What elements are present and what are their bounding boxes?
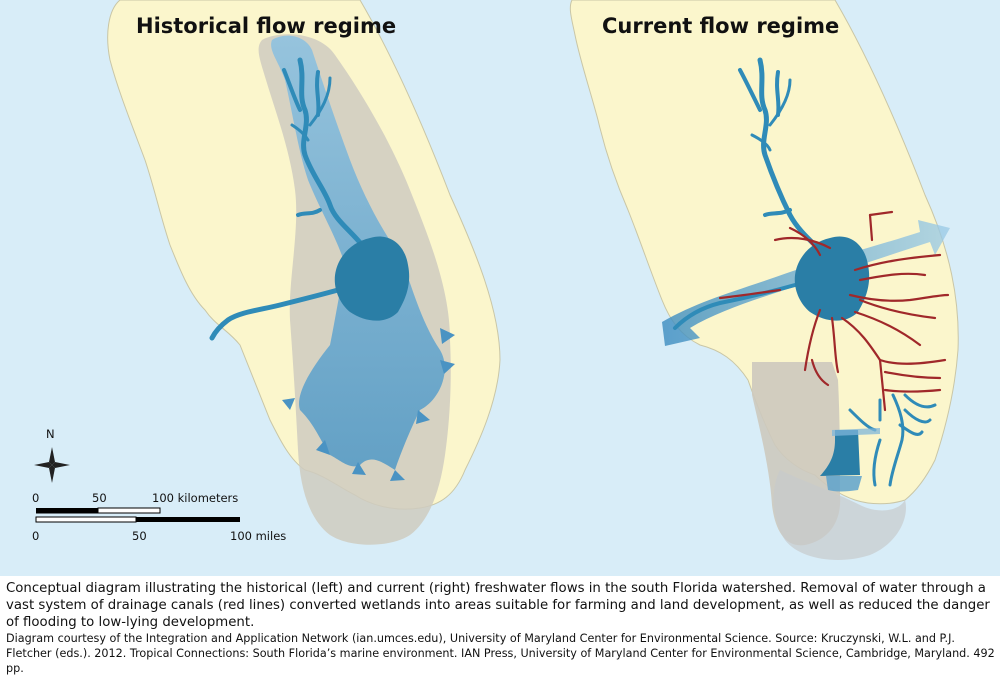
historical-flow-arrows (282, 328, 455, 481)
water-conservation-area-light (826, 476, 862, 492)
current-map (569, 0, 959, 560)
diverted-flow-band (662, 220, 950, 346)
map-title-historical: Historical flow regime (136, 14, 397, 38)
scale-km-0: 0 (32, 491, 40, 505)
lake-okeechobee-left (334, 236, 410, 321)
outflow-band (832, 428, 880, 436)
scale-mi-0: 0 (32, 529, 40, 543)
florida-bay-shade-right (773, 470, 906, 560)
historical-map (34, 0, 501, 545)
lake-okeechobee-right (794, 236, 870, 321)
scale-mi-50: 50 (132, 529, 147, 543)
maps-panel: Historical flow regime Current flow regi… (0, 0, 1000, 576)
caloosahatchee-left (209, 287, 341, 341)
scale-mi-100: 100 miles (230, 529, 287, 543)
caption-main-text: Conceptual diagram illustrating the hist… (6, 581, 990, 630)
map-title-current: Current flow regime (602, 14, 840, 38)
compass-rose-icon (34, 447, 70, 483)
kissimmee-river-left (282, 57, 365, 248)
compass-north-label: N (46, 427, 55, 441)
figure-caption: Conceptual diagram illustrating the hist… (6, 580, 996, 676)
scale-bar (35, 507, 240, 523)
drainage-canals (718, 210, 950, 412)
water-conservation-area (820, 430, 860, 476)
scale-km-50: 50 (92, 491, 107, 505)
kissimmee-river-right (738, 57, 825, 255)
caption-credit-text: Diagram courtesy of the Integration and … (6, 632, 995, 675)
scale-km-100: 100 kilometers (152, 491, 239, 505)
